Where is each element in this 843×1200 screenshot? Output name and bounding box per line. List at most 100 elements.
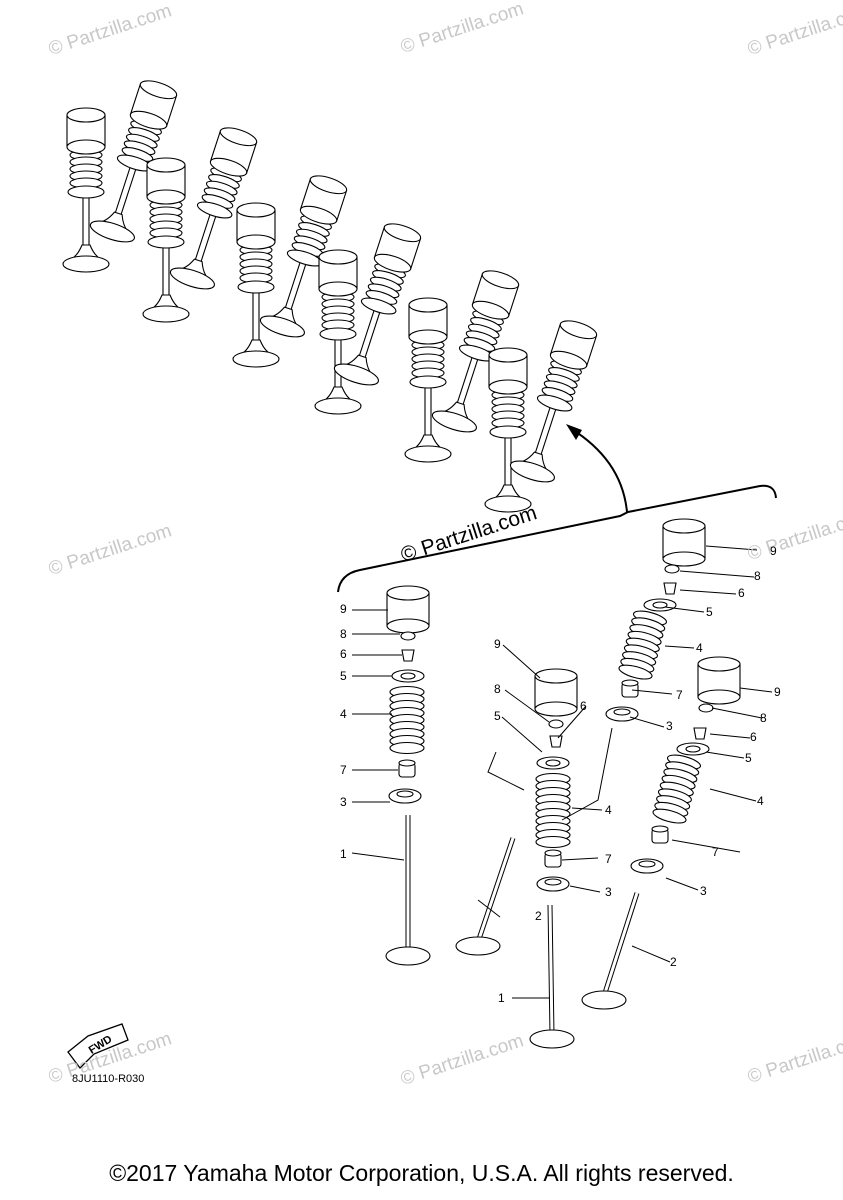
spring-part	[652, 754, 702, 824]
spring-part	[535, 772, 571, 849]
part-callout: 3	[605, 885, 612, 899]
callout-leader	[502, 644, 541, 679]
part-callout: 8	[494, 682, 501, 696]
assembled-valve	[509, 320, 598, 483]
copyright: ©2017 Yamaha Motor Corporation, U.S.A. A…	[109, 1160, 734, 1186]
assembled-valve	[484, 347, 532, 513]
callout-leader	[664, 606, 705, 613]
callout-leader	[671, 839, 741, 853]
callout-leader	[709, 733, 751, 739]
callout-leader	[571, 807, 603, 811]
valve-part	[385, 815, 431, 966]
retainer-part	[536, 756, 570, 770]
part-callout: 4	[605, 803, 612, 817]
arrow-head	[566, 424, 582, 440]
part-callout: 6	[580, 699, 587, 713]
part-callout: 9	[494, 637, 501, 651]
callout-leader	[665, 877, 699, 891]
valve-part	[581, 892, 640, 1010]
part-callout: 6	[750, 730, 757, 744]
part-callout: 3	[340, 795, 347, 809]
callout-leader	[709, 788, 757, 802]
spring-part	[389, 685, 425, 755]
keeper-part	[693, 727, 707, 740]
part-callout: 9	[774, 685, 781, 699]
callout-leader	[561, 857, 599, 861]
callout-leader	[631, 689, 673, 695]
callout-leader	[631, 945, 671, 963]
tappet-part	[534, 668, 578, 717]
part-callout: 5	[340, 669, 347, 683]
callout-leader	[557, 705, 587, 739]
assembled-valve	[142, 157, 190, 323]
fwd-arrow-icon	[67, 1023, 129, 1069]
part-callout: 4	[696, 641, 703, 655]
seat-part	[388, 788, 422, 804]
callout-leader	[711, 707, 763, 719]
callout-leader	[705, 545, 758, 551]
part-callout: 6	[738, 586, 745, 600]
assembled-valve	[404, 297, 452, 463]
assembled-valve	[169, 127, 258, 290]
shim-part	[548, 719, 564, 729]
valve-part	[529, 904, 575, 1049]
part-callout: 8	[340, 627, 347, 641]
part-callout: 7	[676, 688, 683, 702]
callout-leader	[569, 885, 601, 893]
part-callout: 7	[605, 852, 612, 866]
part-callout: 2	[670, 955, 677, 969]
shim-part	[664, 564, 680, 574]
diagram-code: 8JU1110-R030	[72, 1073, 145, 1085]
direction-arrow-icon	[569, 427, 628, 513]
part-callout: 8	[754, 569, 761, 583]
exploded-parts	[385, 518, 741, 1049]
seal-part	[651, 825, 669, 844]
retainer-part	[676, 742, 710, 756]
callout-leader	[664, 645, 695, 649]
callout-leader	[504, 689, 550, 723]
assembled-valve	[89, 80, 178, 243]
seat-part	[630, 858, 664, 874]
retainer-part	[643, 598, 677, 612]
assembled-valve-array	[62, 80, 598, 513]
part-callout: 2	[535, 909, 542, 923]
seat-part	[536, 876, 570, 892]
part-callout: 3	[700, 884, 707, 898]
shim-part	[400, 631, 416, 641]
callout-leader	[351, 852, 405, 861]
part-callout: 9	[770, 544, 777, 558]
part-callout: 5	[745, 751, 752, 765]
part-callout: 7	[712, 845, 719, 859]
seal-part	[544, 849, 562, 868]
assembled-valve	[431, 270, 520, 433]
part-callout: 4	[757, 794, 764, 808]
callout-leader	[629, 716, 665, 728]
assembled-valve	[62, 107, 110, 273]
callout-leader	[679, 589, 737, 595]
retainer-part	[391, 669, 425, 683]
part-callout: 5	[494, 709, 501, 723]
callout-leader	[705, 751, 745, 759]
seat-part	[605, 706, 639, 722]
assembled-valve	[259, 175, 348, 338]
tappet-part	[697, 656, 741, 705]
part-callout: 4	[340, 707, 347, 721]
seal-part	[621, 679, 639, 698]
assembled-valve	[333, 223, 422, 386]
part-callout: 1	[498, 991, 505, 1005]
callout-leader	[679, 570, 755, 578]
part-callout: 1	[340, 847, 347, 861]
part-callout: 5	[706, 605, 713, 619]
assembled-valve	[314, 249, 362, 415]
part-callout: 7	[340, 763, 347, 777]
keeper-part	[401, 649, 415, 662]
callout-leader	[477, 899, 501, 918]
keeper-part	[549, 735, 563, 748]
callout-leader	[739, 687, 773, 693]
tappet-part	[386, 585, 430, 634]
keeper-part	[663, 582, 677, 595]
part-callout: 8	[760, 711, 767, 725]
assembled-valve	[232, 202, 280, 368]
part-callout: 6	[340, 647, 347, 661]
